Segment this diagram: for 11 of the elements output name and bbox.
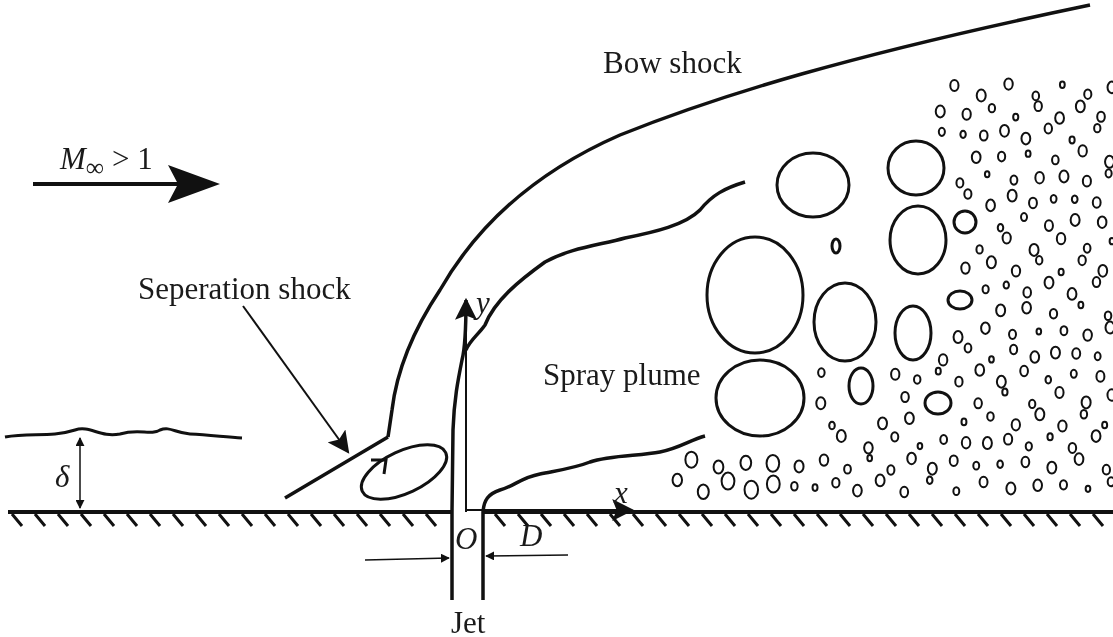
shock-line [284, 435, 389, 500]
label-text: D [520, 517, 543, 555]
label-text: Jet [451, 604, 486, 637]
label-text: x [614, 474, 628, 512]
label-text: Bow shock [603, 44, 742, 82]
label-text: Spray plume [543, 356, 701, 394]
label-text: M$_{∞}$ > 1 [60, 140, 153, 185]
leader-line [242, 305, 350, 454]
label-text: δ [55, 458, 70, 496]
label-text: O [455, 520, 478, 558]
callout-label: Seperation shock [138, 270, 351, 308]
